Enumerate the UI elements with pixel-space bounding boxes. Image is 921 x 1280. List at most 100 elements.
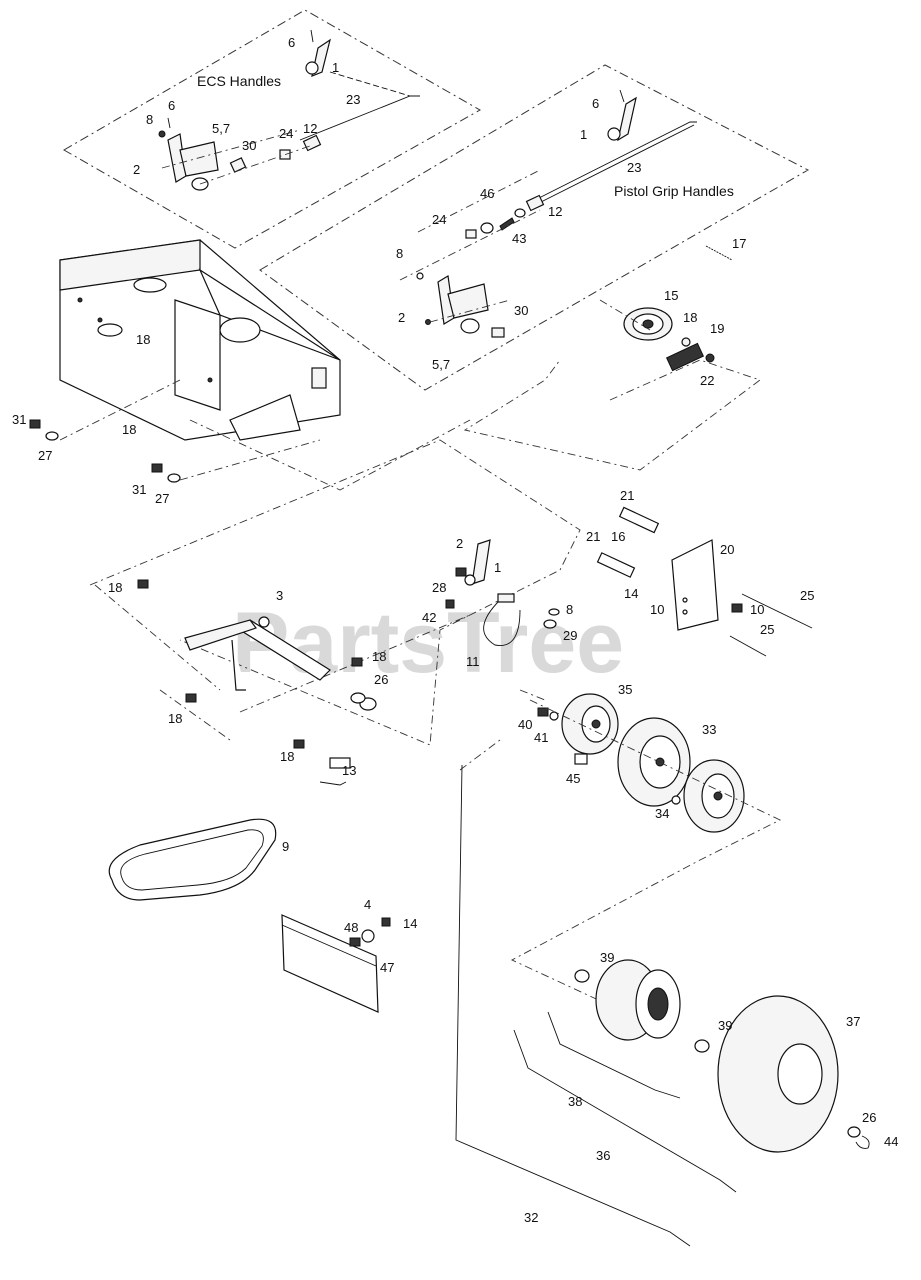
callout-24-ecs: 24: [279, 126, 293, 141]
callout-28: 28: [432, 580, 446, 595]
callout-46: 46: [480, 186, 494, 201]
callout-34: 34: [655, 806, 669, 821]
callout-32: 32: [524, 1210, 538, 1225]
pistol-bracket: [416, 272, 505, 338]
callout-27-b: 27: [155, 491, 169, 506]
axle-spacers-21: [596, 506, 660, 578]
ecs-assembly-line: [161, 129, 311, 185]
callout-2-pistol: 2: [398, 310, 405, 325]
callout-40: 40: [518, 717, 532, 732]
callout-26-lever: 26: [374, 672, 388, 687]
callout-33: 33: [702, 722, 716, 737]
callout-30-pistol: 30: [514, 303, 528, 318]
callout-25-b: 25: [760, 622, 774, 637]
callout-41: 41: [534, 730, 548, 745]
ecs-lever-arm: [305, 29, 331, 77]
callout-25-a: 25: [800, 588, 814, 603]
callout-20: 20: [720, 542, 734, 557]
ecs-bracket: [158, 117, 322, 191]
lever-hardware: [137, 579, 560, 749]
pistol-control-rod: [534, 121, 697, 204]
callout-31-b: 31: [132, 482, 146, 497]
callout-45: 45: [566, 771, 580, 786]
callout-5-7-ecs: 5,7: [212, 121, 230, 136]
callout-9: 9: [282, 839, 289, 854]
leader-32: [455, 764, 691, 1247]
callout-12-ecs: 12: [303, 121, 317, 136]
callout-42: 42: [422, 610, 436, 625]
idler-pulley-15: [623, 307, 673, 341]
callout-26-wheel: 26: [862, 1110, 876, 1125]
pistol-grip-title: Pistol Grip Handles: [614, 183, 734, 199]
callout-35: 35: [618, 682, 632, 697]
callout-2-ecs: 2: [133, 162, 140, 177]
callout-14-plate-b: 14: [403, 916, 417, 931]
drive-pulley-33a: [617, 717, 691, 807]
callout-18-lever-a: 18: [108, 580, 122, 595]
callout-1-lever: 1: [494, 560, 501, 575]
callout-17: 17: [732, 236, 746, 251]
callout-16: 16: [611, 529, 625, 544]
bolt-40-41: [537, 707, 559, 721]
callout-18-pulley: 18: [683, 310, 697, 325]
callout-6-pistol: 6: [592, 96, 599, 111]
callout-39-b: 39: [718, 1018, 732, 1033]
callout-22: 22: [700, 373, 714, 388]
callout-3: 3: [276, 588, 283, 603]
tire-37: [717, 995, 870, 1153]
callout-43: 43: [512, 231, 526, 246]
ecs-handles-box: [62, 9, 482, 249]
callout-14-plate: 14: [624, 586, 638, 601]
main-frame: [59, 239, 341, 441]
callout-15: 15: [664, 288, 678, 303]
callout-39-a: 39: [600, 950, 614, 965]
leader-38: [547, 1011, 681, 1099]
callout-12-pistol: 12: [548, 204, 562, 219]
callout-8-lever: 8: [566, 602, 573, 617]
callout-36: 36: [596, 1148, 610, 1163]
cover-plate-47: [281, 914, 391, 1013]
lever-shaft-3: [184, 616, 331, 691]
pistol-lever-arm: [607, 89, 637, 142]
pulley-assembly-line-b: [459, 689, 782, 1011]
callout-37: 37: [846, 1014, 860, 1029]
callout-19: 19: [710, 321, 724, 336]
leader-36: [513, 1029, 737, 1193]
callout-10-b: 10: [750, 602, 764, 617]
pistol-assembly-line: [399, 169, 541, 323]
callout-6-ecs: 6: [288, 35, 295, 50]
drive-belt-9: [108, 818, 277, 901]
drive-pulley-35: [561, 693, 619, 765]
callout-13: 13: [342, 763, 356, 778]
callout-23-pistol: 23: [627, 160, 641, 175]
mounting-plate-20: [671, 539, 719, 631]
drive-pulley-33b: [671, 759, 745, 833]
frame-bolts: [29, 419, 181, 483]
wheel-hub-38: [574, 959, 710, 1053]
callout-10-a: 10: [650, 602, 664, 617]
callout-5-7-pistol: 5,7: [432, 357, 450, 372]
callout-11: 11: [466, 654, 480, 669]
lever-arm-1: [455, 539, 491, 586]
callout-18-lever-b: 18: [372, 649, 386, 664]
callout-1-pistol: 1: [580, 127, 587, 142]
callout-4: 4: [364, 897, 371, 912]
spring-17: [705, 245, 733, 261]
callout-18-lever-d: 18: [280, 749, 294, 764]
callout-21-b: 21: [586, 529, 600, 544]
ecs-control-rod: [299, 71, 420, 141]
callout-29: 29: [563, 628, 577, 643]
callout-38: 38: [568, 1094, 582, 1109]
callout-18-lever-c: 18: [168, 711, 182, 726]
frame-assembly-line: [59, 379, 471, 491]
ecs-handles-title: ECS Handles: [197, 73, 281, 89]
callout-1-ecs: 1: [332, 60, 339, 75]
callout-18-frame-a: 18: [136, 332, 150, 347]
pistol-spring-assembly: [465, 194, 545, 239]
callout-6-ecs-b: 6: [168, 98, 175, 113]
callout-21-a: 21: [620, 488, 634, 503]
pulley-assembly-line: [463, 299, 761, 471]
callout-2-lever: 2: [456, 536, 463, 551]
callout-48: 48: [344, 920, 358, 935]
